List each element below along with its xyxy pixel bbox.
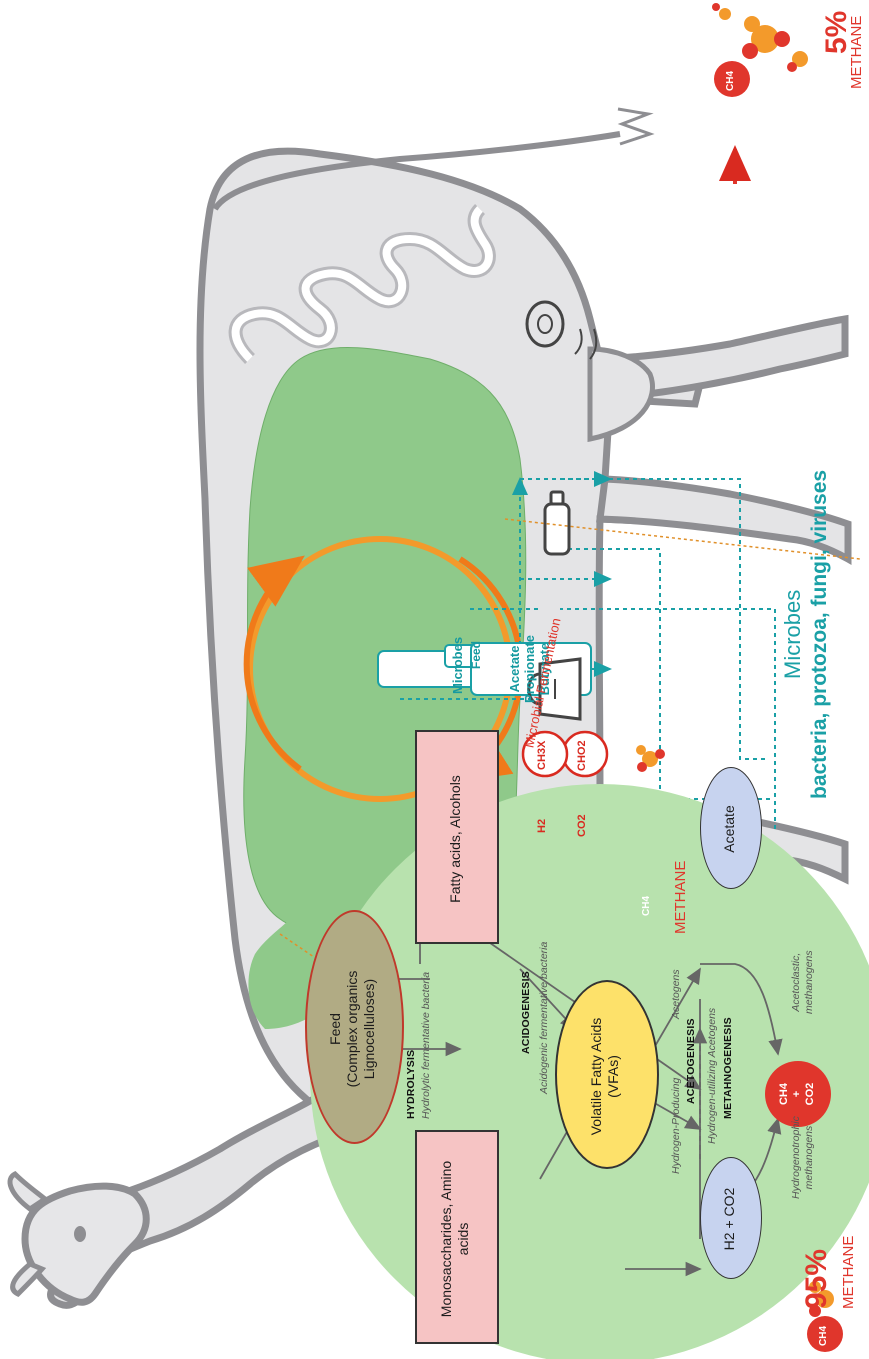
gas-cho2: CHO2 — [576, 740, 588, 771]
rumen-microbes-label: Microbes — [450, 636, 465, 694]
stage-acidogenesis-sub: Acidogenic fermentative bacteria — [538, 941, 550, 1094]
monosaccharides-line1: Monosaccharides, Amino — [438, 1160, 454, 1318]
gas-h2: H2 — [536, 818, 548, 833]
stage-acetogenesis: ACETOGENESIS — [685, 1018, 697, 1104]
acetate-label: Acetate — [721, 805, 737, 853]
stage-h-utilizing: Hydrogen-utilizing Acetogens — [706, 1007, 718, 1144]
methane-molecule-cluster-rear — [712, 3, 808, 72]
rumen-acetate: Acetate — [507, 645, 522, 693]
acetoclastic-line2: methanogens — [803, 950, 815, 1014]
stage-hydrolysis-sub: Hydrolytic fermentative bacteria — [420, 971, 432, 1119]
vfa-line2: (VFAs) — [605, 1055, 621, 1098]
leather-bag-icon — [527, 657, 582, 721]
mid-methane-label: METHANE — [672, 860, 689, 934]
ch4-front-formula: CH4 — [818, 1325, 829, 1346]
stage-acetogens: Acetogens — [670, 969, 682, 1019]
rumen-feed-label: Feed — [469, 640, 483, 669]
methane-molecule-cluster-mid — [636, 745, 665, 772]
meat-icon — [525, 300, 598, 360]
stage-acidogenesis: ACIDOGENESIS — [520, 971, 532, 1054]
microbes-subtitle: bacteria, protozoa, fungi, viruses — [808, 469, 831, 799]
stage-methanogenesis: METAHNOGENESIS — [722, 1017, 734, 1119]
monosaccharides-line2: acids — [455, 1222, 471, 1256]
fatty-acids-label: Fatty acids, Alcohols — [447, 775, 463, 903]
ch4-mid-formula: CH4 — [641, 895, 652, 916]
feed-node-title: Feed — [327, 1013, 343, 1045]
hydrogenotrophic-line1: Hydrogenotrophic — [790, 1116, 802, 1199]
feed-node-line3: Lignocelluloses) — [361, 978, 377, 1080]
milk-icon — [543, 490, 571, 556]
microbes-title: Microbes — [780, 589, 805, 679]
stage-h-producing: Hydrogen-Producing — [670, 1077, 682, 1174]
ch4-badge-front — [807, 1316, 843, 1352]
gas-co2: CO2 — [576, 814, 588, 837]
ch4-badge-rear — [714, 61, 750, 97]
front-percent: 95% — [800, 1248, 833, 1309]
acetoclastic-line1: Acetoclastic, — [790, 952, 802, 1012]
front-methane-label: METHANE — [840, 1235, 857, 1309]
hydrogenotrophic-line2: methanogens — [803, 1125, 815, 1190]
h2co2-label: H2 + CO2 — [721, 1187, 737, 1251]
ch4-rear-formula: CH4 — [725, 70, 736, 91]
rear-methane-label: METHANE — [848, 15, 865, 89]
vfa-line1: Volatile Fatty Acids — [588, 1017, 604, 1136]
stage-hydrolysis: HYDROLYSIS — [405, 1049, 417, 1119]
product-connectors — [400, 471, 612, 700]
feed-node-line2: (Complex organics — [344, 970, 360, 1088]
gas-ch3x: CH3X — [536, 740, 548, 770]
